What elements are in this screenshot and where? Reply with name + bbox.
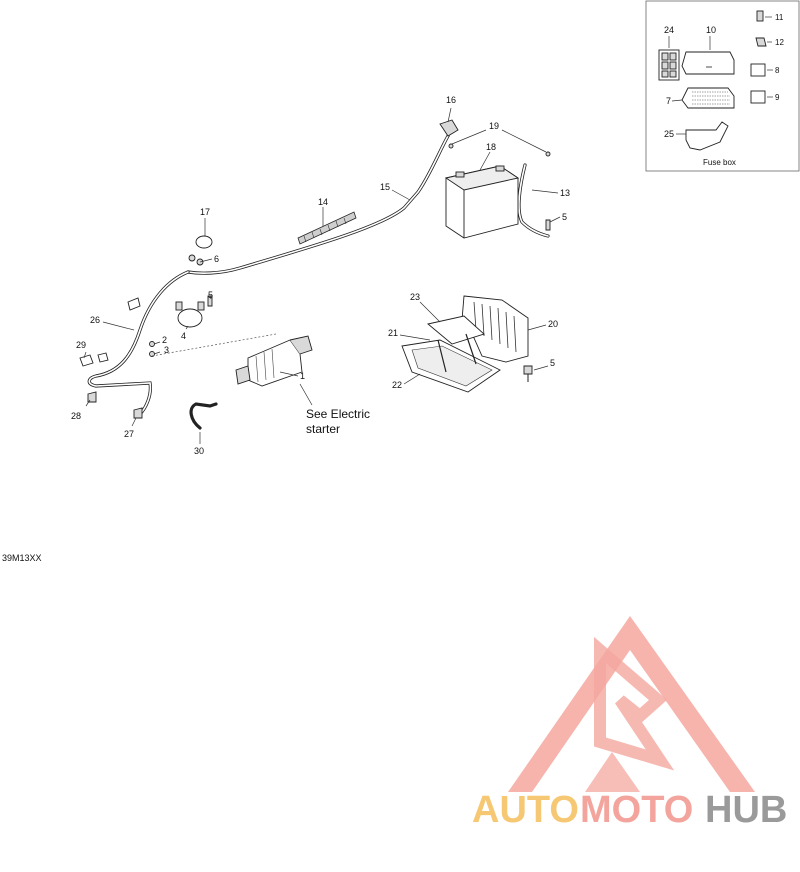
corrugated-sleeve-14 <box>297 211 357 245</box>
nut-6a <box>188 254 196 262</box>
callout-13: 13 <box>560 188 570 198</box>
bolt-19a <box>448 143 454 149</box>
callout-1: 1 <box>300 371 305 381</box>
cable-15 <box>186 134 450 275</box>
screw-5a <box>545 219 551 231</box>
starter-1 <box>235 335 313 387</box>
callout-22: 22 <box>392 380 402 390</box>
fuse-block-24 <box>658 49 680 81</box>
battery-tray-22 <box>401 339 501 393</box>
fuse-box-caption: Fuse box <box>703 158 736 167</box>
callout-7: 7 <box>666 96 671 106</box>
callout-10: 10 <box>706 25 716 35</box>
callout-8: 8 <box>775 66 780 75</box>
callout-19: 19 <box>489 121 499 131</box>
solenoid-4 <box>175 301 205 328</box>
battery-18 <box>444 165 520 239</box>
callout-14: 14 <box>318 197 328 207</box>
callout-5-mid: 5 <box>208 290 213 300</box>
callout-3: 3 <box>164 345 169 355</box>
relay-8 <box>750 63 766 77</box>
cable-26 <box>87 270 190 416</box>
fuse-12 <box>755 37 767 47</box>
grommet-29a <box>79 354 94 367</box>
fuse-box-cover-10 <box>681 51 735 75</box>
fuse-box-inset: 24 10 7 11 12 8 9 25 Fuse box <box>645 0 800 172</box>
see-electric-line1: See Electric <box>306 407 370 421</box>
callout-18: 18 <box>486 142 496 152</box>
callout-24: 24 <box>664 25 674 35</box>
callout-23: 23 <box>410 292 420 302</box>
callout-25: 25 <box>664 129 674 139</box>
ground-cable-30 <box>189 402 218 430</box>
fuse-11 <box>756 10 764 22</box>
terminal-cap-16 <box>439 119 459 137</box>
bolt-19b <box>545 151 551 157</box>
callout-15: 15 <box>380 182 390 192</box>
screw-5c <box>523 365 533 375</box>
relay-9 <box>750 90 766 104</box>
callout-16: 16 <box>446 95 456 105</box>
inset-frame <box>645 0 800 172</box>
callout-2: 2 <box>162 335 167 345</box>
fuse-box-base-7 <box>681 87 735 109</box>
callout-20: 20 <box>548 319 558 329</box>
watermark-logo <box>508 616 755 792</box>
clamp-17 <box>195 235 213 249</box>
watermark-moto: MOTO <box>580 789 693 831</box>
clip-26 <box>127 297 141 311</box>
callout-30: 30 <box>194 446 204 456</box>
figure-code: 39M13XX <box>2 553 42 563</box>
callout-5-upper: 5 <box>562 212 567 222</box>
watermark-auto: AUTO <box>472 789 579 831</box>
grommet-29b <box>97 352 109 363</box>
battery-holder-21-23 <box>427 315 485 373</box>
callout-5-lower: 5 <box>550 358 555 368</box>
callout-11: 11 <box>775 13 784 22</box>
callout-29: 29 <box>76 340 86 350</box>
terminal-28 <box>87 391 97 403</box>
callout-12: 12 <box>775 38 784 47</box>
cable-13 <box>517 163 550 238</box>
bracket-25 <box>685 121 729 151</box>
watermark-hub: HUB <box>705 789 787 831</box>
callout-4: 4 <box>181 331 186 341</box>
callout-27: 27 <box>124 429 134 439</box>
callout-6: 6 <box>214 254 219 264</box>
see-electric-line2: starter <box>306 422 340 436</box>
terminal-27 <box>133 407 143 419</box>
callout-17: 17 <box>200 207 210 217</box>
callout-28: 28 <box>71 411 81 421</box>
callout-21: 21 <box>388 328 398 338</box>
washer-2 <box>149 341 155 347</box>
callout-26: 26 <box>90 315 100 325</box>
callout-9: 9 <box>775 93 780 102</box>
